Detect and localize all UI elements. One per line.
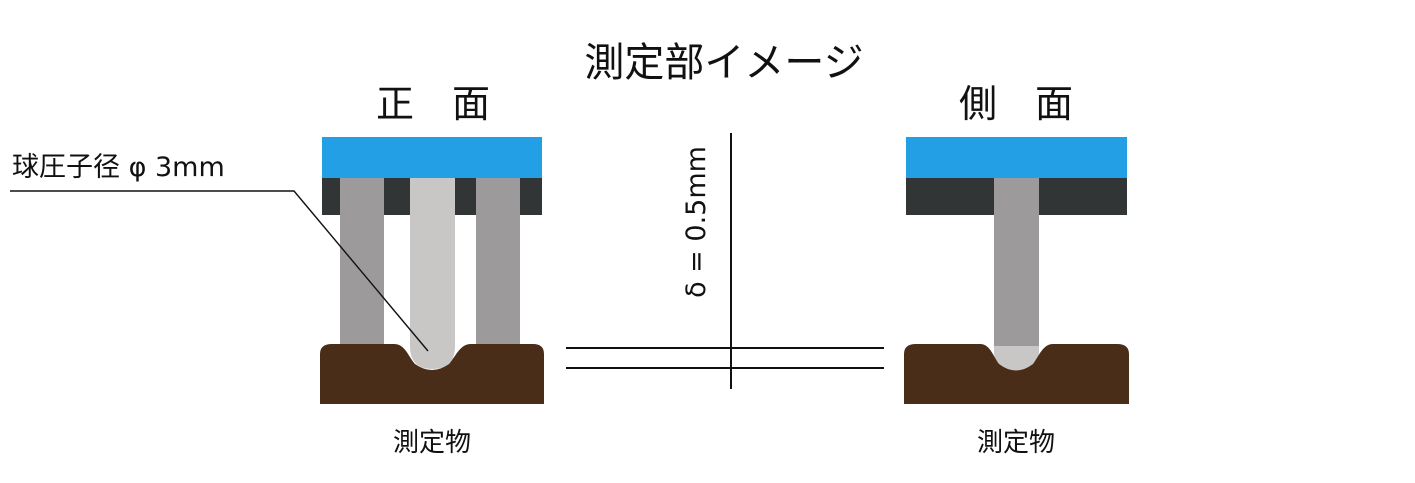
front-top-plate — [322, 137, 542, 178]
front-object-label: 測定物 — [393, 428, 471, 458]
gap-indicator: δ = 0.5mm — [566, 133, 884, 389]
diagram-title: 測定部イメージ — [584, 40, 863, 86]
gap-label: δ = 0.5mm — [681, 146, 712, 298]
side-indenter-tip — [994, 346, 1039, 371]
indenter-callout: 球圧子径 φ 3mm — [10, 152, 429, 352]
side-top-plate — [906, 137, 1127, 178]
front-indenter — [410, 178, 455, 369]
callout-leader-line — [10, 190, 429, 352]
side-measured-object — [904, 344, 1129, 404]
side-view: 側 面 測定物 — [904, 82, 1129, 458]
front-measured-object — [320, 344, 544, 404]
front-right-pillar — [476, 178, 520, 348]
side-heading: 側 面 — [959, 82, 1073, 126]
front-left-pillar — [340, 178, 384, 348]
front-view: 正 面 測定物 — [320, 82, 544, 458]
front-heading: 正 面 — [376, 82, 490, 126]
indenter-callout-label: 球圧子径 φ 3mm — [12, 152, 225, 183]
side-pillar — [994, 178, 1039, 346]
side-object-label: 測定物 — [977, 428, 1055, 458]
